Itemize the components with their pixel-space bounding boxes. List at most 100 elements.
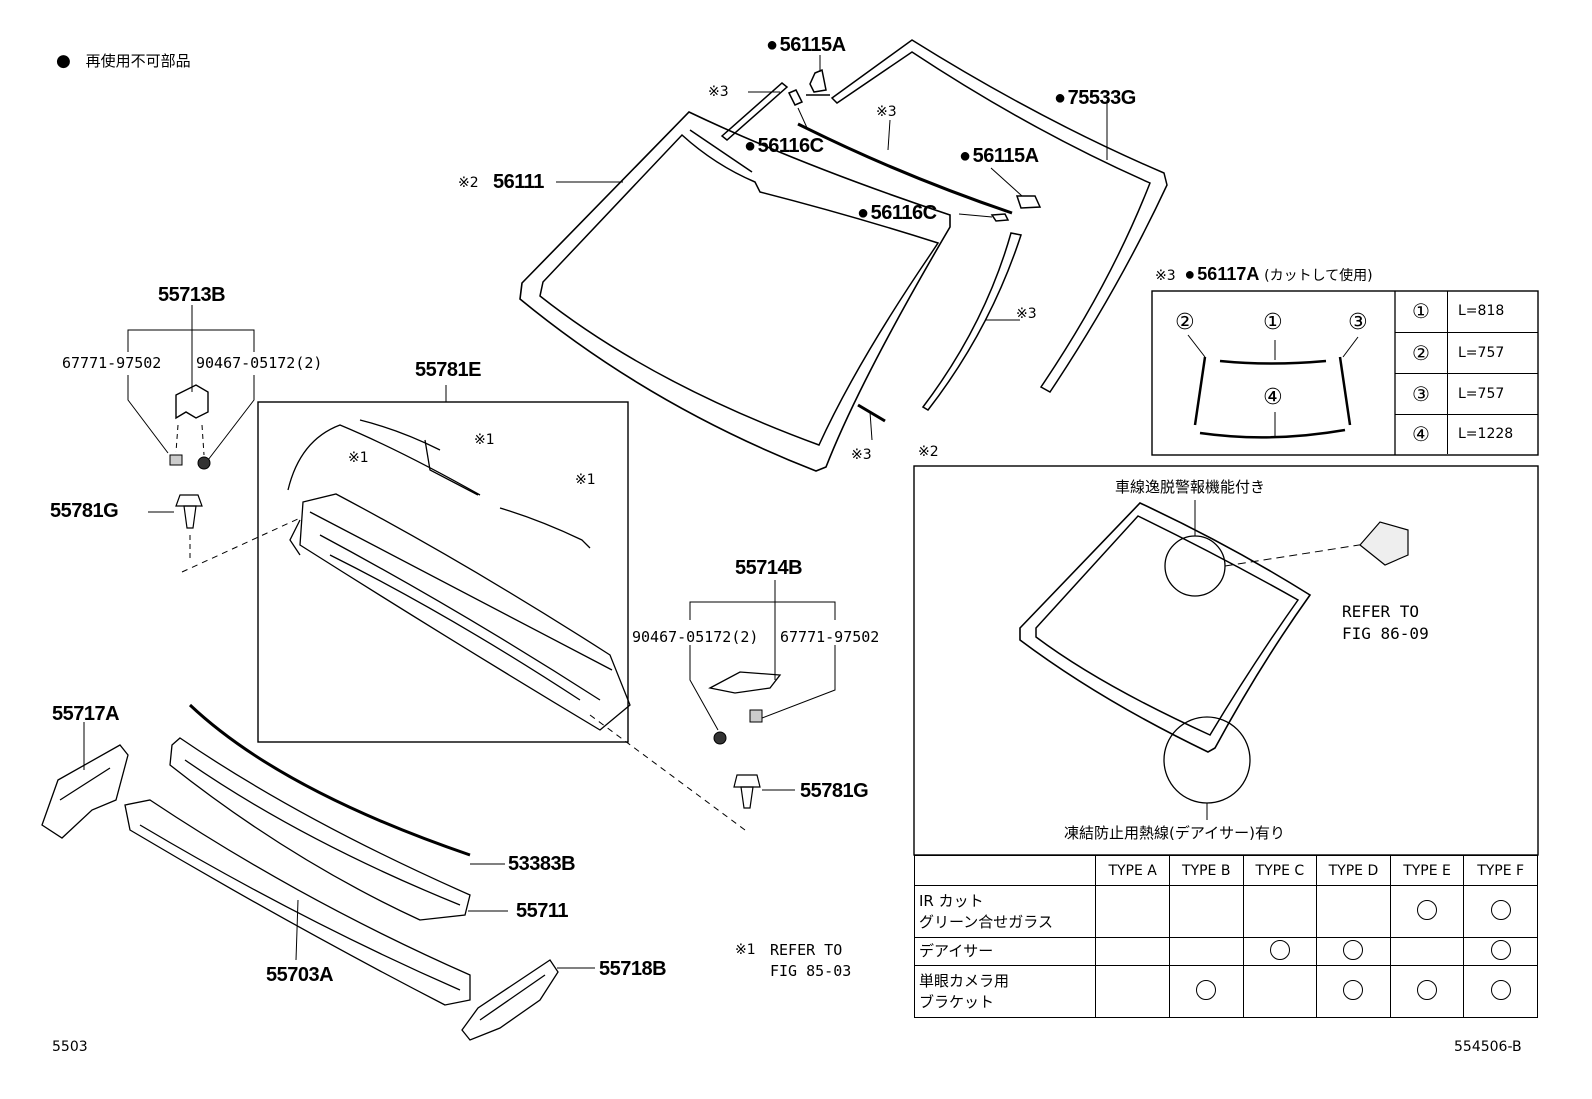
type-row-label-line2: ブラケット bbox=[919, 992, 995, 1011]
applicable-mark-icon bbox=[1417, 979, 1438, 1000]
lower-leader-lines bbox=[83, 722, 595, 969]
label-55713B: 55713B bbox=[158, 284, 226, 306]
type-header: TYPE F bbox=[1463, 855, 1538, 886]
length-index: ② bbox=[1395, 331, 1448, 374]
type-cell bbox=[1095, 885, 1170, 938]
type-header: TYPE A bbox=[1095, 855, 1170, 886]
note3-a: ※3 bbox=[708, 84, 729, 100]
note1-a: ※1 bbox=[348, 450, 369, 466]
type-cell bbox=[1389, 965, 1465, 1018]
type-row-label-line2: グリーン合せガラス bbox=[919, 912, 1053, 931]
note2-refer-line2: FIG 86-09 bbox=[1342, 624, 1429, 643]
type-cell bbox=[1168, 965, 1244, 1018]
type-header-blank bbox=[913, 855, 1097, 886]
type-cell bbox=[1389, 885, 1465, 938]
label-67771-left: 67771-97502 bbox=[62, 354, 162, 372]
moulding-diagram-label-4: ④ bbox=[1263, 385, 1283, 410]
length-value: L=757 bbox=[1447, 372, 1538, 415]
ref1-line1: REFER TO bbox=[770, 941, 843, 959]
moulding-bottom-short bbox=[857, 403, 886, 423]
type-row-label-line1: デアイサー bbox=[919, 942, 994, 960]
applicable-mark-icon bbox=[1490, 979, 1511, 1000]
moulding-diagram-label-3: ③ bbox=[1348, 310, 1368, 335]
applicable-mark-icon bbox=[1269, 939, 1290, 960]
moulding-suffix: (カットして使用) bbox=[1264, 268, 1373, 284]
type-cell bbox=[1463, 885, 1538, 938]
note3-d: ※3 bbox=[851, 447, 872, 463]
footer-left-code: 5503 bbox=[52, 1039, 88, 1055]
label-90467-right: 90467-05172(2) bbox=[632, 628, 759, 646]
type-row-label-line1: 単眼カメラ用 bbox=[919, 971, 1010, 990]
moulding-note: ※3 bbox=[1155, 268, 1176, 284]
label-55781G-right: 55781G bbox=[800, 780, 869, 802]
length-row: ③ L=757 bbox=[1395, 372, 1538, 415]
note2-bottom-caption: 凍結防止用熱線(デアイサー)有り bbox=[1064, 824, 1285, 842]
type-table-body: IR カットグリーン合せガラスデアイサー単眼カメラ用ブラケット bbox=[913, 885, 1538, 1018]
moulding-right bbox=[921, 232, 1022, 411]
label-55718B: 55718B bbox=[599, 958, 667, 980]
label-56115A-mid: 56115A bbox=[959, 146, 1039, 166]
note1-c: ※1 bbox=[575, 472, 596, 488]
clip-56115A-top bbox=[806, 68, 830, 96]
type-table-row: デアイサー bbox=[913, 937, 1538, 966]
length-index: ④ bbox=[1395, 413, 1448, 454]
cowl-lower-parts bbox=[41, 703, 559, 1041]
legend: ● 再使用不可部品 bbox=[56, 53, 191, 70]
type-cell bbox=[1389, 937, 1465, 966]
label-55714B: 55714B bbox=[735, 557, 803, 579]
applicable-mark-icon bbox=[1343, 939, 1364, 960]
clip-55781G-left bbox=[148, 494, 301, 573]
type-cell bbox=[1095, 937, 1170, 966]
note3-c: ※3 bbox=[1016, 306, 1037, 322]
type-table-row: IR カットグリーン合せガラス bbox=[913, 885, 1538, 938]
length-index: ③ bbox=[1395, 372, 1448, 415]
type-cell bbox=[1316, 885, 1391, 938]
type-table-header: TYPE A TYPE B TYPE C TYPE D TYPE E TYPE … bbox=[913, 855, 1538, 886]
legend-bullet: ● bbox=[56, 51, 71, 71]
moulding-heading: ※3 56117A (カットして使用) bbox=[1155, 264, 1373, 284]
moulding-diagram-label-2: ② bbox=[1175, 310, 1195, 335]
weatherstrip bbox=[830, 39, 1168, 393]
moulding-diagram-label-1: ① bbox=[1263, 310, 1283, 335]
ref1-mark: ※1 bbox=[735, 942, 756, 958]
type-header: TYPE D bbox=[1316, 855, 1391, 886]
length-row: ④ L=1228 bbox=[1395, 413, 1538, 454]
length-value: L=1228 bbox=[1447, 413, 1538, 454]
type-cell bbox=[1463, 937, 1538, 966]
type-cell bbox=[1316, 937, 1391, 966]
note3-b: ※3 bbox=[876, 104, 897, 120]
type-header: TYPE B bbox=[1168, 855, 1244, 886]
moulding-left-top bbox=[720, 82, 789, 141]
label-55703A: 55703A bbox=[266, 964, 334, 986]
type-cell bbox=[1168, 885, 1244, 938]
type-cell bbox=[1463, 965, 1538, 1018]
length-row: ① L=818 bbox=[1395, 291, 1538, 333]
type-cell bbox=[1095, 965, 1170, 1018]
type-row-label: 単眼カメラ用ブラケット bbox=[913, 965, 1097, 1018]
clip-56116C-top bbox=[787, 89, 804, 106]
type-row-label-line1: IR カット bbox=[919, 891, 984, 910]
type-header: TYPE C bbox=[1242, 855, 1318, 886]
length-value: L=818 bbox=[1447, 291, 1538, 333]
cowl-panel-55781E bbox=[287, 419, 631, 731]
moulding-part: 56117A bbox=[1184, 264, 1259, 284]
ref1-line2: FIG 85-03 bbox=[770, 962, 852, 980]
label-75533G: 75533G bbox=[1054, 88, 1137, 108]
note2-box bbox=[913, 465, 1539, 856]
label-53383B: 53383B bbox=[508, 853, 576, 875]
moulding-length-table: ① L=818 ② L=757 ③ L=757 ④ L=1228 bbox=[1395, 291, 1538, 454]
label-55781E: 55781E bbox=[415, 359, 481, 381]
type-cell bbox=[1242, 937, 1318, 966]
label-56116C-top: 56116C bbox=[744, 136, 824, 156]
leader-lines bbox=[556, 55, 1108, 441]
label-55711: 55711 bbox=[516, 900, 569, 922]
type-table: TYPE A TYPE B TYPE C TYPE D TYPE E TYPE … bbox=[913, 855, 1538, 1018]
label-56111: 56111 bbox=[493, 171, 544, 193]
type-header: TYPE E bbox=[1389, 855, 1465, 886]
cowl-panel-box bbox=[257, 401, 629, 743]
label-55781G-left: 55781G bbox=[50, 500, 119, 522]
type-table-row: 単眼カメラ用ブラケット bbox=[913, 965, 1538, 1018]
label-67771-right: 67771-97502 bbox=[780, 628, 880, 646]
bracket-55713B-group bbox=[127, 305, 255, 470]
label-56115A-top: 56115A bbox=[766, 35, 846, 55]
